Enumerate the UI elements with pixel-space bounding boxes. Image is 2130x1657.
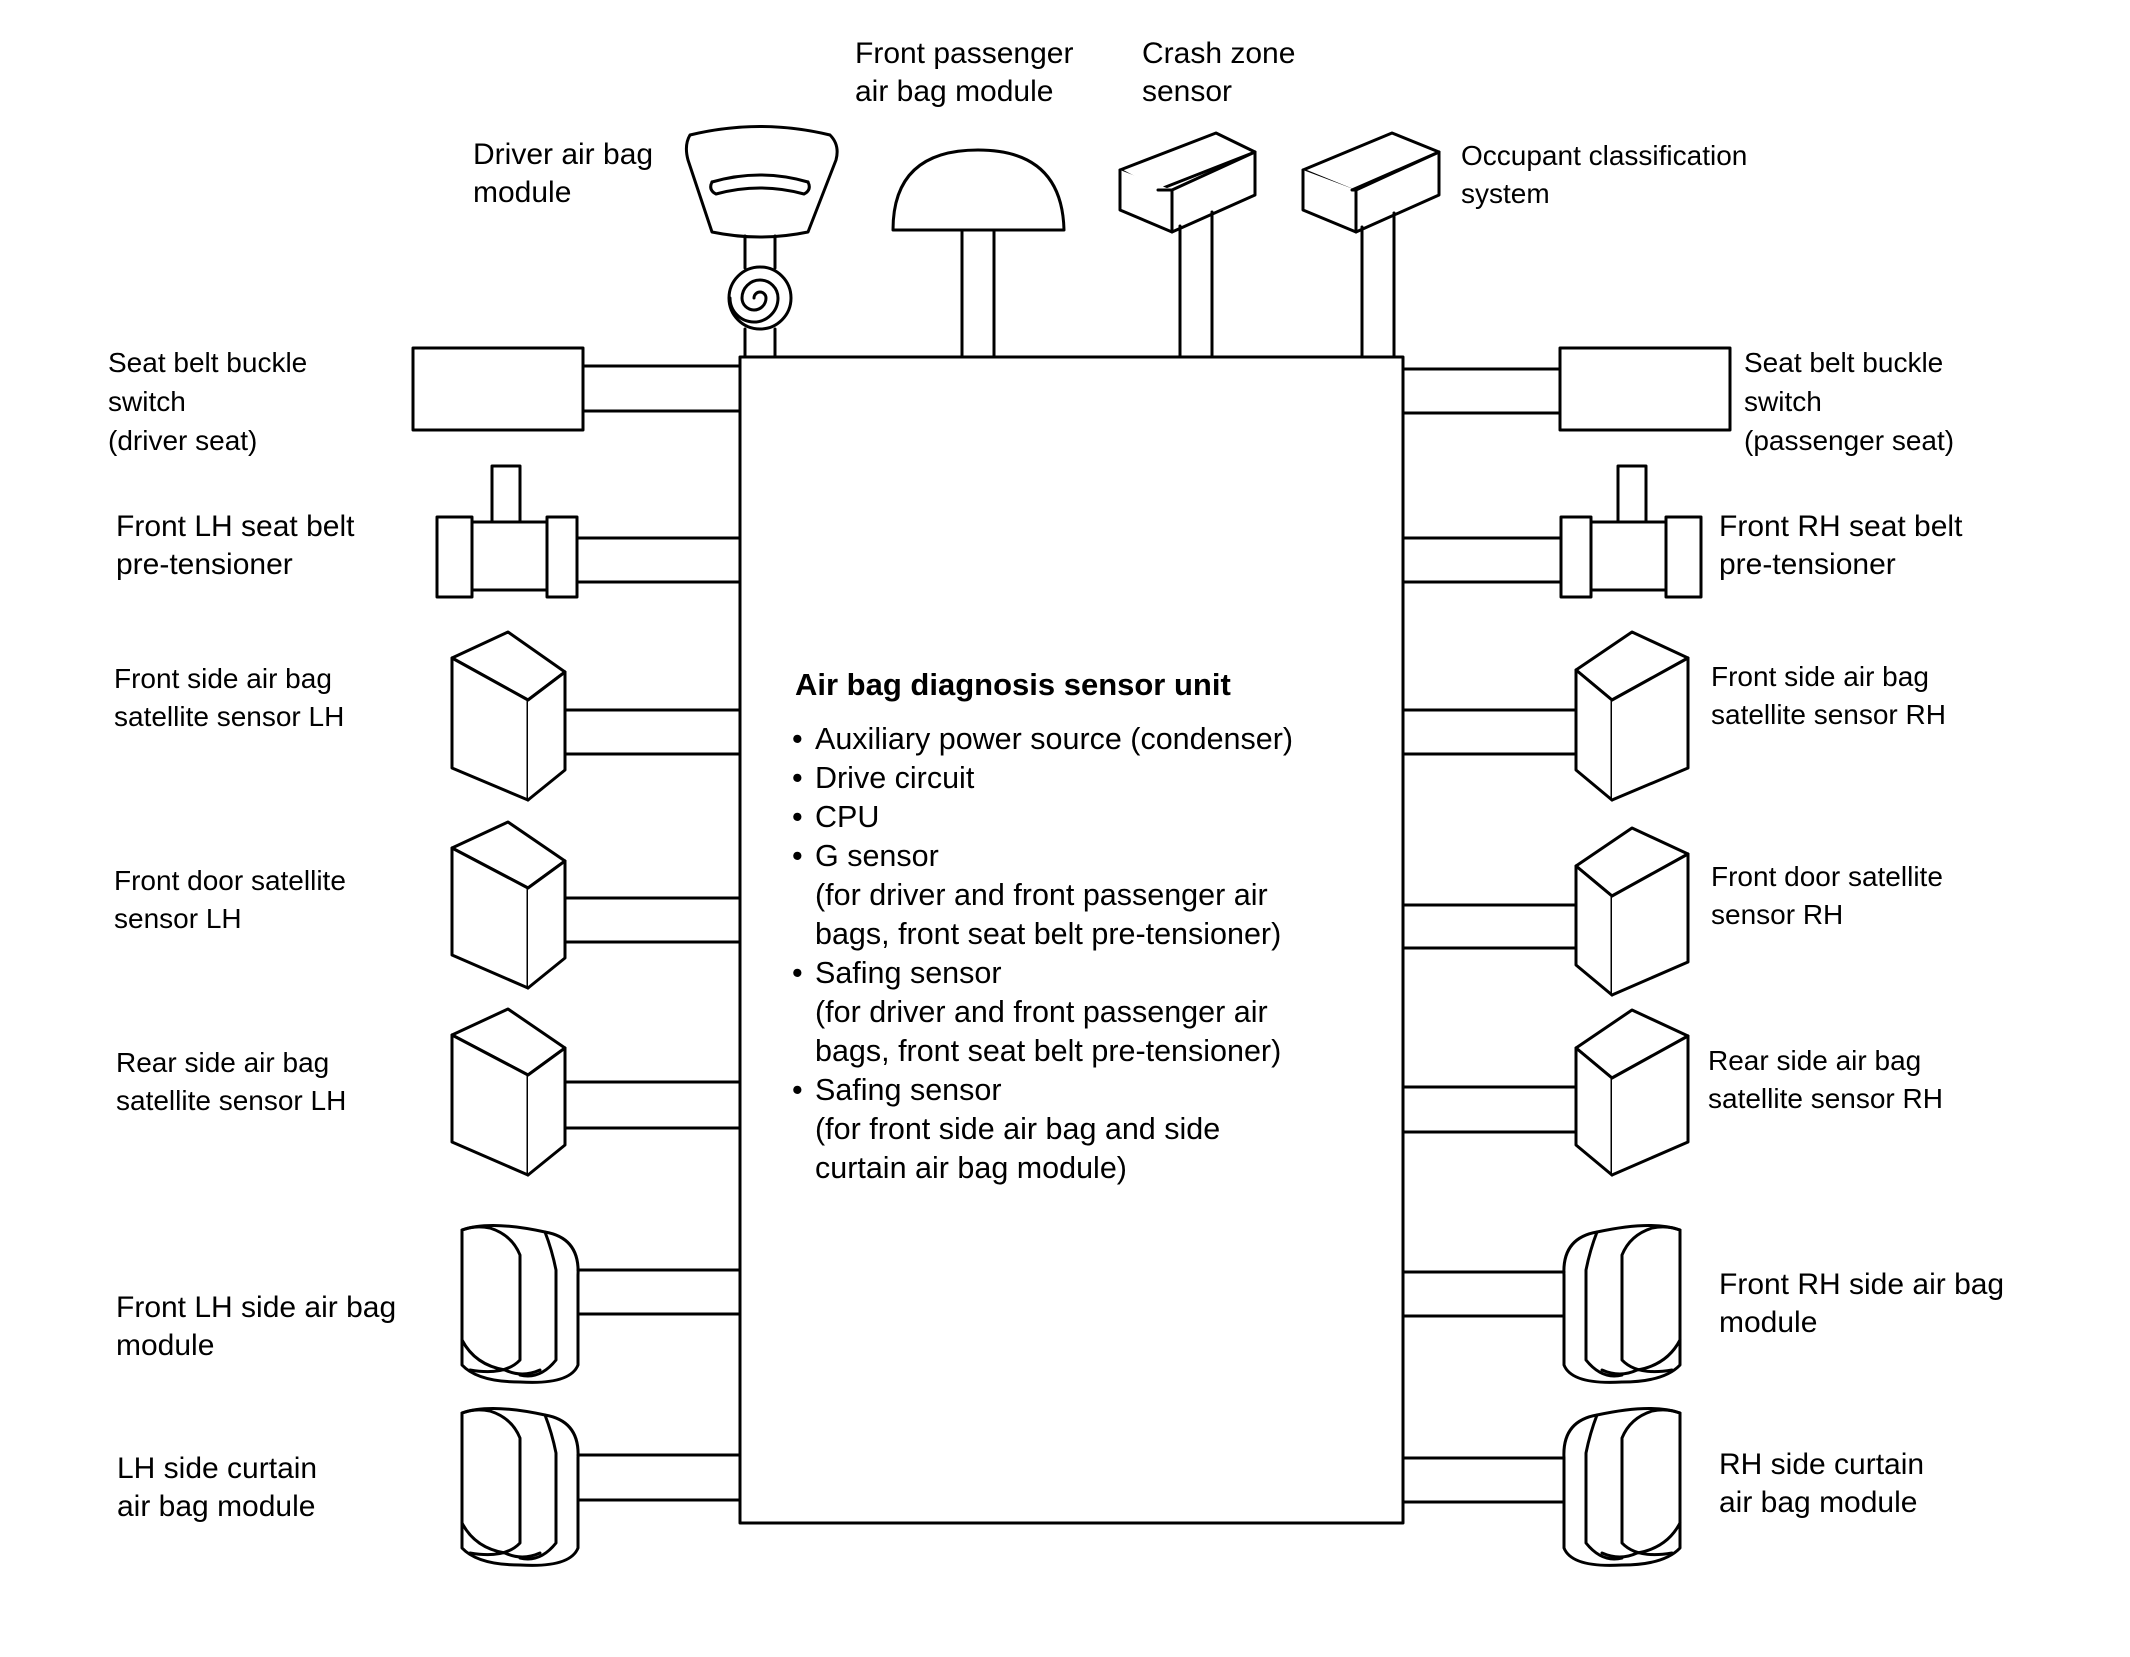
- door-satellite-sensor-lh-icon: [452, 822, 740, 988]
- door-satellite-sensor-rh-icon: [1403, 828, 1688, 995]
- label-side-satellite-sensor-rh: Front side air bag satellite sensor RH: [1711, 661, 1946, 730]
- unit-feature-item: Drive circuit: [790, 759, 1293, 798]
- pretensioner-lh-icon: [437, 466, 740, 597]
- label-buckle-switch-driver: Seat belt buckle switch (driver seat): [108, 347, 308, 456]
- curtain-airbag-module-rh-icon: [1403, 1408, 1680, 1565]
- pretensioner-rh-icon: [1403, 466, 1701, 597]
- front-passenger-airbag-module-icon: [893, 150, 1064, 357]
- label-crash-zone-sensor: Crash zone sensor: [1142, 37, 1296, 108]
- label-side-satellite-sensor-lh: Front side air bag satellite sensor LH: [114, 663, 345, 732]
- label-rear-satellite-sensor-lh: Rear side air bag satellite sensor LH: [116, 1047, 347, 1116]
- unit-feature-list: Auxiliary power source (condenser) Drive…: [790, 720, 1293, 1188]
- label-front-passenger-airbag-module: Front passenger air bag module: [855, 37, 1074, 108]
- side-satellite-sensor-lh-icon: [452, 632, 740, 800]
- label-side-airbag-module-rh: Front RH side air bag module: [1719, 1268, 2005, 1339]
- unit-title: Air bag diagnosis sensor unit: [795, 667, 1231, 702]
- side-airbag-module-rh-icon: [1403, 1225, 1680, 1382]
- crash-zone-sensor-icon: [1120, 133, 1255, 357]
- label-curtain-airbag-module-lh: LH side curtain air bag module: [117, 1452, 318, 1523]
- label-driver-airbag-module: Driver air bag module: [473, 138, 654, 209]
- label-door-satellite-sensor-rh: Front door satellite sensor RH: [1711, 861, 1943, 930]
- curtain-airbag-module-lh-icon: [462, 1408, 740, 1565]
- occupant-classification-icon: [1303, 133, 1439, 357]
- label-pretensioner-rh: Front RH seat belt pre-tensioner: [1719, 510, 1963, 581]
- buckle-switch-passenger-icon: [1403, 348, 1730, 430]
- side-airbag-module-lh-icon: [462, 1225, 740, 1382]
- driver-airbag-module-icon: [686, 127, 837, 358]
- unit-feature-item: Safing sensor (for driver and front pass…: [790, 954, 1293, 1071]
- label-side-airbag-module-lh: Front LH side air bag module: [116, 1291, 397, 1362]
- unit-feature-item: CPU: [790, 798, 1293, 837]
- label-rear-satellite-sensor-rh: Rear side air bag satellite sensor RH: [1708, 1045, 1943, 1114]
- label-buckle-switch-passenger: Seat belt buckle switch (passenger seat): [1744, 347, 1955, 456]
- side-satellite-sensor-rh-icon: [1403, 632, 1688, 800]
- label-door-satellite-sensor-lh: Front door satellite sensor LH: [114, 865, 346, 934]
- unit-feature-item: Safing sensor (for front side air bag an…: [790, 1071, 1293, 1188]
- buckle-switch-driver-icon: [413, 348, 740, 430]
- unit-feature-item: Auxiliary power source (condenser): [790, 720, 1293, 759]
- rear-satellite-sensor-rh-icon: [1403, 1010, 1688, 1175]
- label-pretensioner-lh: Front LH seat belt pre-tensioner: [116, 510, 355, 581]
- label-curtain-airbag-module-rh: RH side curtain air bag module: [1719, 1448, 1925, 1519]
- rear-satellite-sensor-lh-icon: [452, 1009, 740, 1175]
- label-occupant-classification-system: Occupant classification system: [1461, 140, 1748, 209]
- unit-feature-item: G sensor (for driver and front passenger…: [790, 837, 1293, 954]
